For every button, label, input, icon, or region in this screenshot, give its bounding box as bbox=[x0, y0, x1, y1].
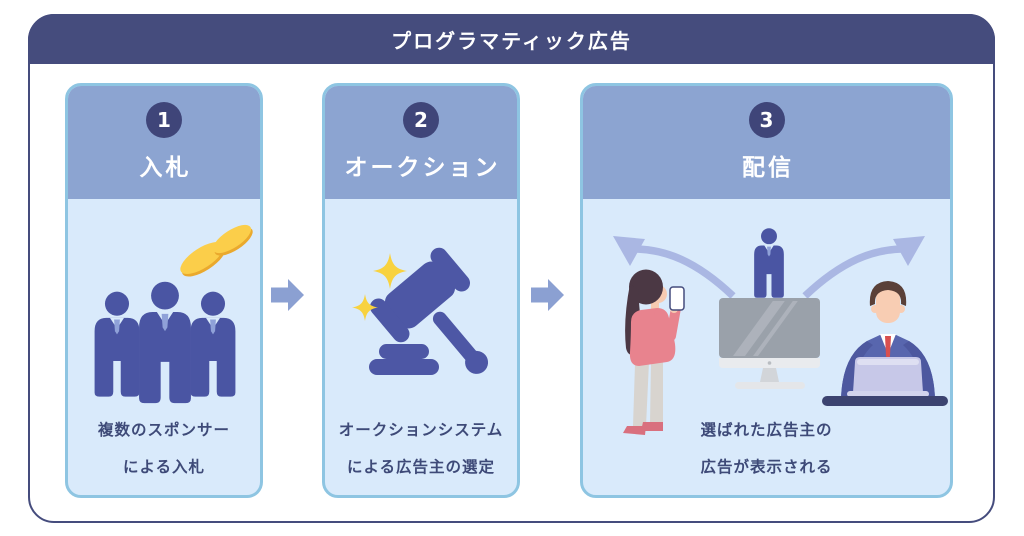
step1-number: 1 bbox=[157, 108, 171, 132]
step2-number-badge: 2 bbox=[403, 102, 439, 138]
diagram-title: プログラマティック広告 bbox=[391, 28, 632, 53]
step3-number: 3 bbox=[759, 108, 774, 132]
gavel-icon bbox=[369, 247, 489, 375]
diagram-header: プログラマティック広告 bbox=[28, 14, 995, 64]
bidders-and-coins-icon bbox=[94, 224, 253, 404]
step3-title: 配信 bbox=[742, 155, 794, 181]
step-card-delivery: 3 配信 bbox=[580, 83, 953, 498]
smartphone-user-icon bbox=[623, 269, 685, 435]
sparkle-icon bbox=[352, 253, 407, 321]
desc-line: による入札 bbox=[122, 458, 206, 476]
desc-line: 広告が表示される bbox=[700, 458, 833, 476]
step-card-auction: 2 オークション bbox=[322, 83, 520, 498]
monitor-icon bbox=[719, 298, 820, 389]
desc-line: 選ばれた広告主の bbox=[700, 421, 833, 439]
flow-arrow-icon bbox=[531, 279, 564, 311]
step3-header: 3 配信 bbox=[583, 86, 950, 199]
coin-icon bbox=[180, 224, 253, 277]
advertiser-icon bbox=[754, 228, 784, 298]
step2-header: 2 オークション bbox=[325, 86, 517, 199]
businessman-icon bbox=[94, 281, 236, 404]
ad-delivery-scene-icon bbox=[613, 228, 948, 435]
step1-title: 入札 bbox=[139, 155, 192, 181]
desk-worker-icon bbox=[822, 281, 948, 406]
step3-description: 選ばれた広告主の 広告が表示される bbox=[583, 412, 950, 486]
step2-illustration bbox=[325, 210, 517, 410]
step2-title: オークション bbox=[344, 155, 501, 181]
step3-illustration bbox=[583, 210, 950, 440]
diagram-container: プログラマティック広告 1 入札 bbox=[28, 14, 995, 523]
step3-number-badge: 3 bbox=[748, 102, 785, 138]
broadcast-arrow-icon bbox=[613, 236, 925, 299]
flow-arrow-icon bbox=[271, 279, 304, 311]
step1-description: 複数のスポンサー による入札 bbox=[68, 412, 260, 486]
desc-line: オークションシステム bbox=[338, 421, 504, 439]
step1-number-badge: 1 bbox=[146, 102, 182, 138]
step1-illustration bbox=[68, 210, 260, 410]
step2-number: 2 bbox=[414, 108, 428, 132]
step1-header: 1 入札 bbox=[68, 86, 260, 199]
desc-line: 複数のスポンサー bbox=[97, 421, 230, 439]
step2-description: オークションシステム による広告主の選定 bbox=[325, 412, 517, 486]
gavel-and-sparkles-icon bbox=[352, 247, 489, 375]
step-card-bidding: 1 入札 bbox=[65, 83, 263, 498]
desc-line: による広告主の選定 bbox=[346, 458, 496, 476]
